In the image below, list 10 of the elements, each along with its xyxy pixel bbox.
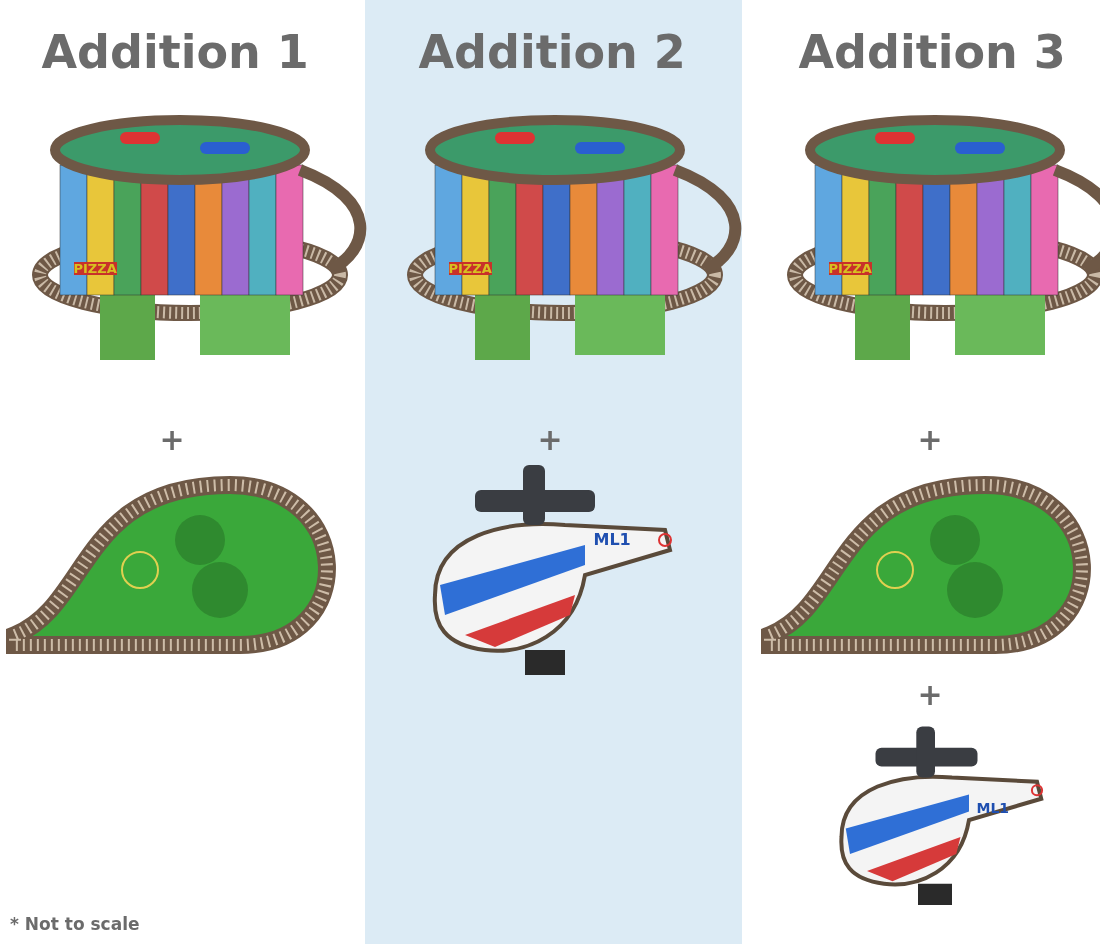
column-heading: Addition 1	[41, 29, 309, 75]
column-heading: Addition 3	[798, 29, 1066, 75]
plus-sign: +	[917, 680, 943, 710]
plus-sign: +	[537, 425, 563, 455]
column-heading: Addition 2	[418, 29, 686, 75]
footnote: * Not to scale	[10, 915, 140, 933]
plus-sign: +	[917, 425, 943, 455]
toy-marking: ML1	[976, 801, 1010, 815]
plus-sign: +	[159, 425, 185, 455]
toy-marking: ML1	[593, 532, 631, 548]
